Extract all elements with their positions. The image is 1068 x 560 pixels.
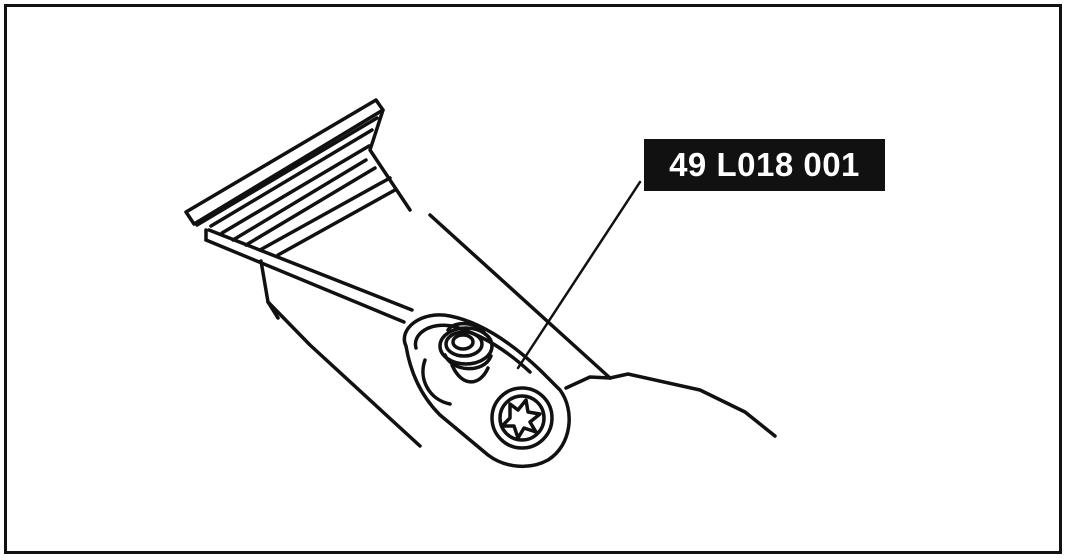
holder-plate [402, 313, 571, 469]
plate-top [184, 98, 412, 257]
spring-coil [421, 321, 494, 406]
tool-number-label: 49 L018 001 [644, 139, 885, 191]
diagram-frame [4, 4, 1062, 554]
leader-line [516, 180, 642, 370]
plate-body [204, 213, 777, 448]
